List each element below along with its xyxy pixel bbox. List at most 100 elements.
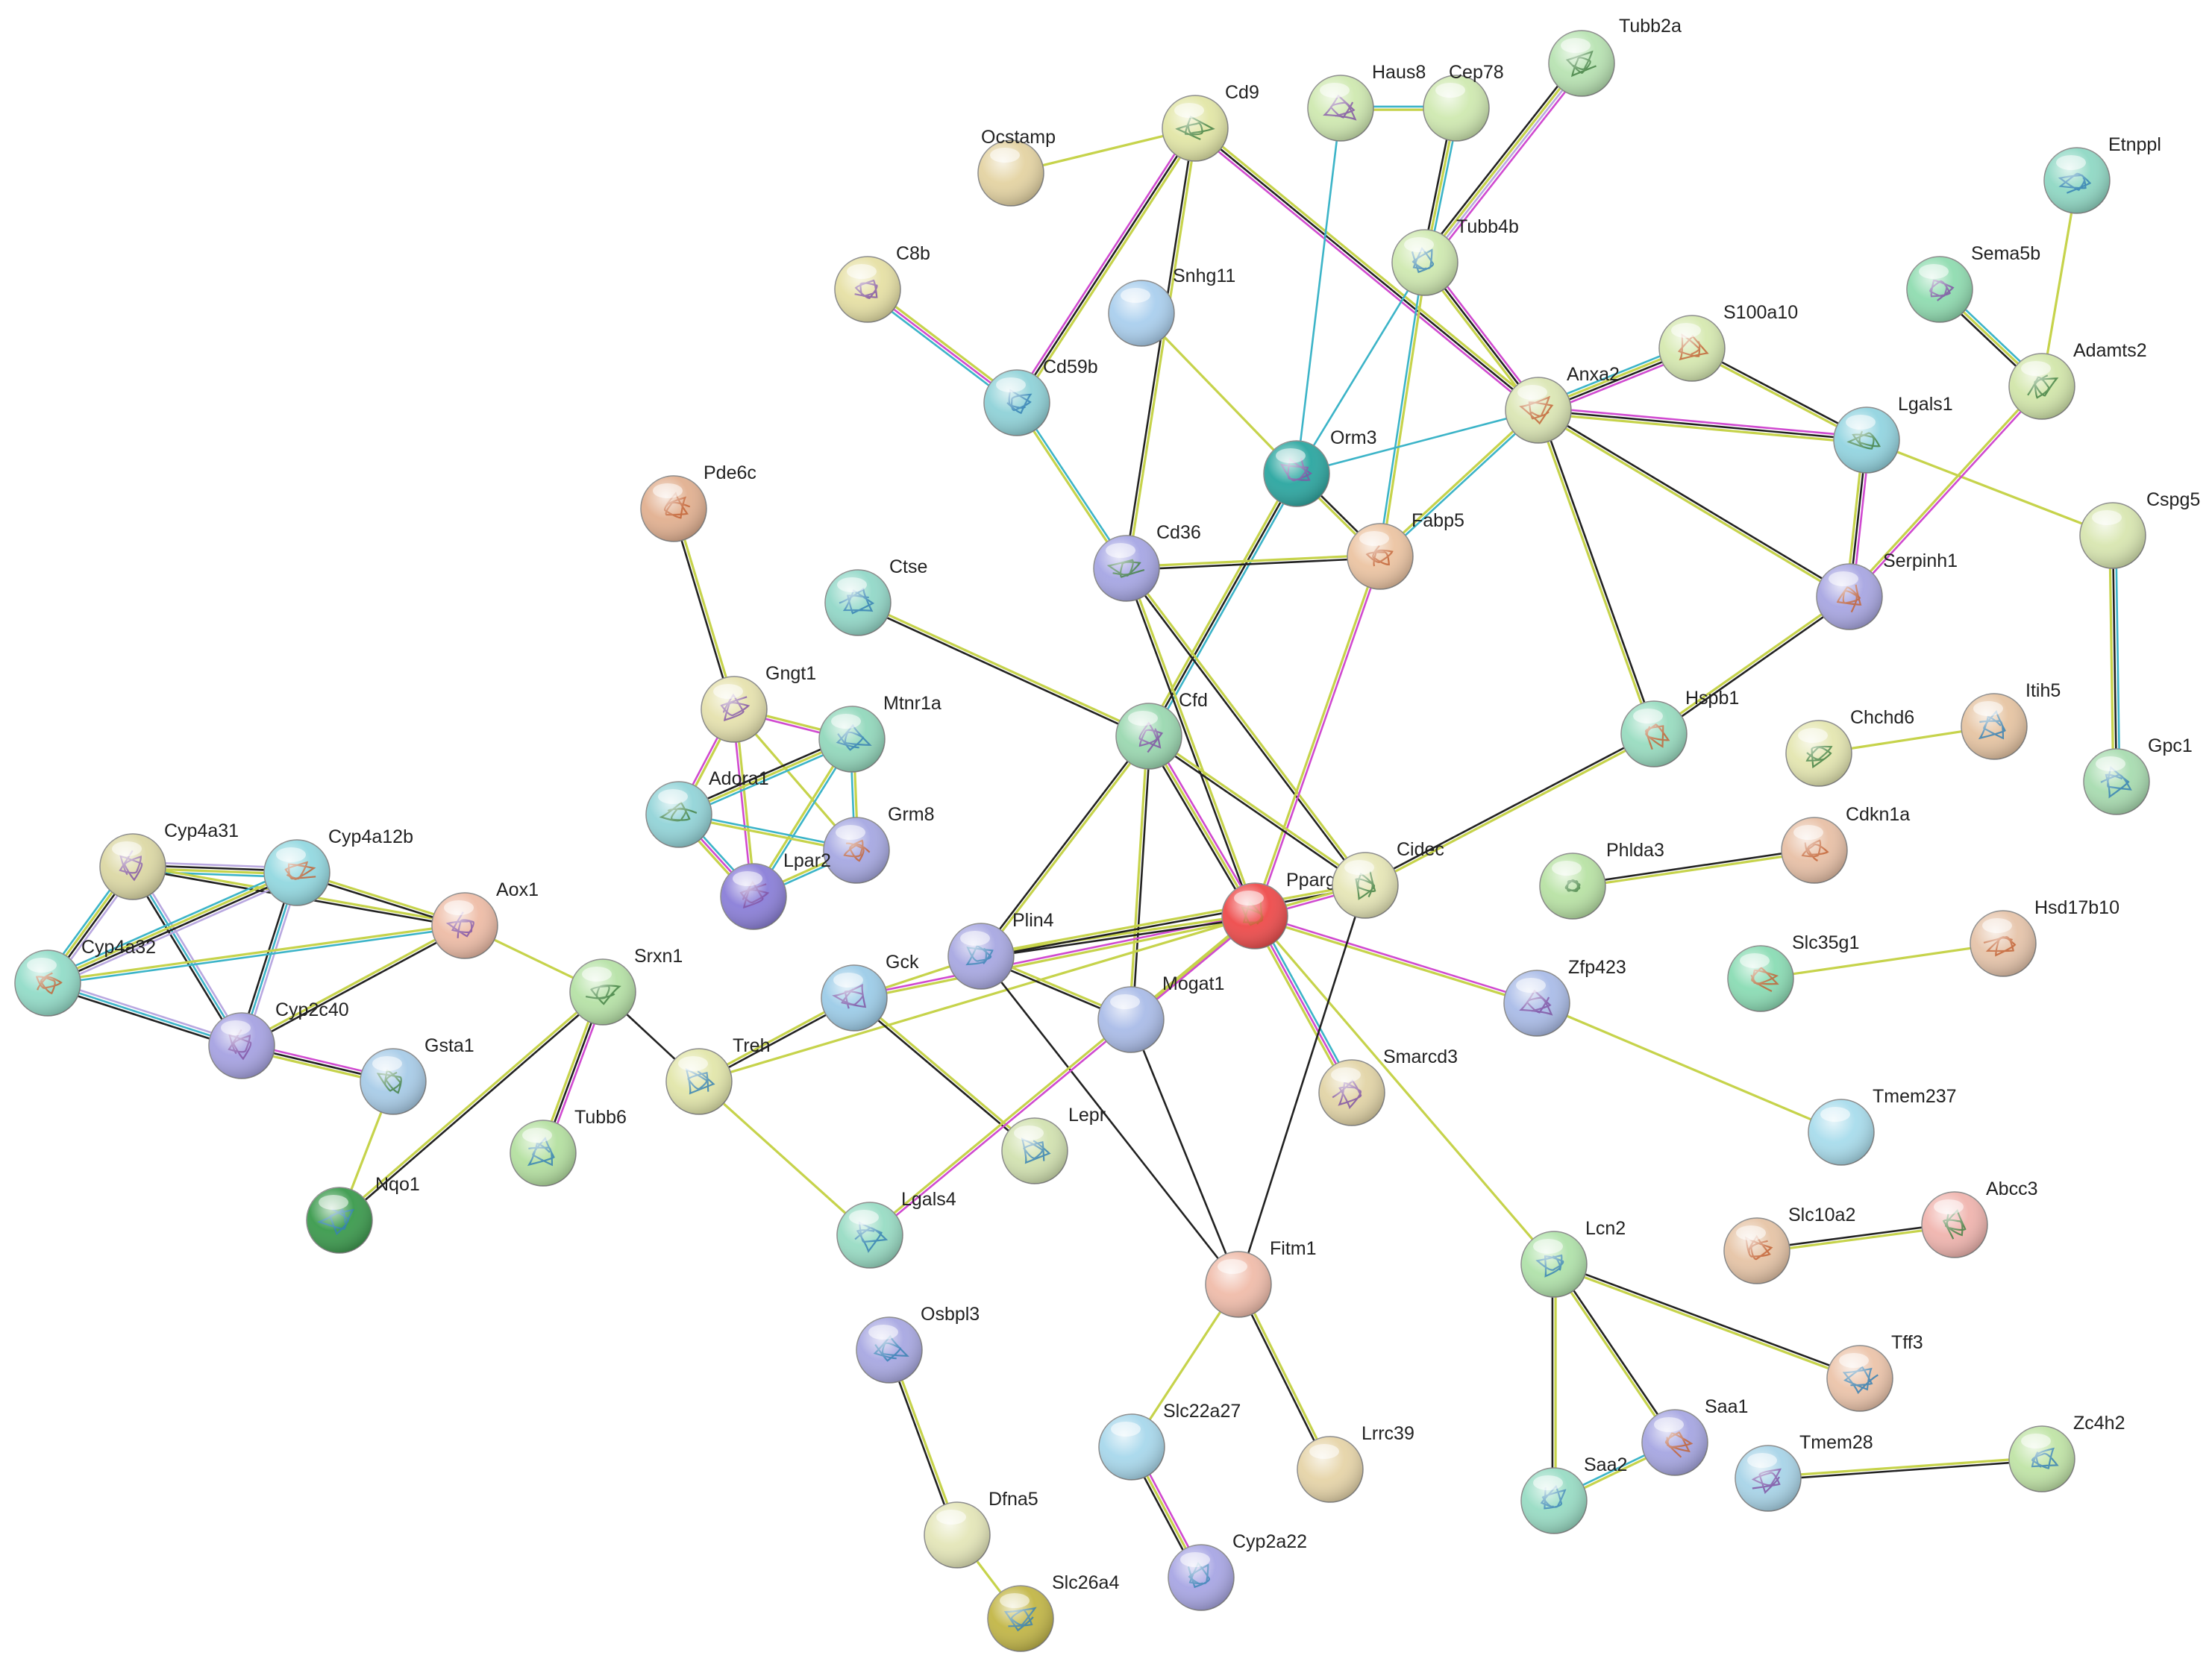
- node-ball[interactable]: [701, 676, 768, 743]
- node-serpinh1[interactable]: Serpinh1: [1816, 550, 1958, 630]
- node-aox1[interactable]: Aox1: [431, 879, 539, 959]
- node-treh[interactable]: Treh: [665, 1035, 770, 1115]
- node-ball[interactable]: [823, 817, 890, 884]
- node-cyp4a31[interactable]: Cyp4a31: [99, 820, 239, 900]
- node-pde6c[interactable]: Pde6c: [640, 462, 756, 542]
- node-ball[interactable]: [1332, 852, 1399, 919]
- node-abcc3[interactable]: Abcc3: [1921, 1178, 2037, 1258]
- node-ball[interactable]: [1785, 720, 1852, 787]
- node-tff3[interactable]: Tff3: [1826, 1332, 1923, 1412]
- node-ball[interactable]: [208, 1012, 275, 1079]
- node-cd9[interactable]: Cd9: [1162, 82, 1259, 162]
- node-ball[interactable]: [2008, 353, 2075, 420]
- node-ball[interactable]: [1826, 1345, 1893, 1412]
- node-slc26a4[interactable]: Slc26a4: [987, 1572, 1119, 1652]
- node-tubb6[interactable]: Tubb6: [510, 1107, 627, 1187]
- node-orm3[interactable]: Orm3: [1263, 427, 1377, 507]
- node-ball[interactable]: [1723, 1217, 1790, 1284]
- node-ctse[interactable]: Ctse: [824, 556, 927, 636]
- node-hsd17b10[interactable]: Hsd17b10: [1970, 897, 2119, 977]
- node-ball[interactable]: [1735, 1445, 1802, 1512]
- node-ball[interactable]: [2043, 147, 2111, 214]
- node-mtnr1a[interactable]: Mtnr1a: [818, 693, 941, 773]
- node-ball[interactable]: [99, 833, 166, 900]
- node-gck[interactable]: Gck: [821, 952, 919, 1032]
- node-lgals4[interactable]: Lgals4: [836, 1189, 956, 1269]
- node-ball[interactable]: [1221, 882, 1288, 950]
- node-ball[interactable]: [856, 1316, 923, 1384]
- node-ball[interactable]: [1539, 853, 1606, 920]
- node-ball[interactable]: [987, 1585, 1054, 1652]
- node-ball[interactable]: [1347, 523, 1414, 590]
- node-ball[interactable]: [1098, 1413, 1165, 1481]
- node-ball[interactable]: [2083, 748, 2150, 815]
- node-ball[interactable]: [510, 1120, 577, 1187]
- node-gngt1[interactable]: Gngt1: [701, 663, 816, 743]
- node-nqo1[interactable]: Nqo1: [306, 1174, 420, 1254]
- node-ball[interactable]: [665, 1048, 733, 1115]
- node-ball[interactable]: [977, 139, 1044, 207]
- node-ball[interactable]: [1816, 563, 1883, 630]
- node-ball[interactable]: [720, 863, 787, 930]
- node-fitm1[interactable]: Fitm1: [1205, 1238, 1317, 1318]
- node-ball[interactable]: [1906, 256, 1973, 323]
- node-ball[interactable]: [640, 475, 707, 542]
- node-ball[interactable]: [2008, 1425, 2075, 1492]
- node-tmem237[interactable]: Tmem237: [1808, 1086, 1957, 1166]
- node-c8b[interactable]: C8b: [834, 243, 930, 323]
- node-ball[interactable]: [947, 923, 1015, 990]
- node-ball[interactable]: [1520, 1231, 1588, 1298]
- node-ball[interactable]: [1391, 229, 1459, 296]
- node-fabp5[interactable]: Fabp5: [1347, 510, 1464, 590]
- node-ball[interactable]: [818, 706, 886, 773]
- node-cyp2a22[interactable]: Cyp2a22: [1168, 1531, 1307, 1611]
- node-ball[interactable]: [1833, 407, 1900, 474]
- node-tubb4b[interactable]: Tubb4b: [1391, 216, 1519, 296]
- node-cspg5[interactable]: Cspg5: [2079, 489, 2200, 569]
- node-ball[interactable]: [1503, 970, 1570, 1037]
- node-snhg11[interactable]: Snhg11: [1108, 266, 1235, 347]
- node-ball[interactable]: [569, 958, 636, 1026]
- node-ball[interactable]: [360, 1048, 427, 1115]
- node-ball[interactable]: [263, 839, 330, 906]
- node-ball[interactable]: [1108, 280, 1175, 347]
- node-ball[interactable]: [1727, 945, 1794, 1012]
- node-slc22a27[interactable]: Slc22a27: [1098, 1401, 1241, 1481]
- node-lepr[interactable]: Lepr: [1001, 1105, 1106, 1184]
- node-cep78[interactable]: Cep78: [1423, 62, 1504, 142]
- node-lcn2[interactable]: Lcn2: [1520, 1218, 1626, 1298]
- node-ball[interactable]: [821, 964, 888, 1032]
- node-slc35g1[interactable]: Slc35g1: [1727, 932, 1859, 1012]
- node-zc4h2[interactable]: Zc4h2: [2008, 1413, 2125, 1492]
- node-dfna5[interactable]: Dfna5: [924, 1489, 1038, 1569]
- node-lgals1[interactable]: Lgals1: [1833, 394, 1953, 474]
- node-ball[interactable]: [1168, 1544, 1235, 1611]
- node-srxn1[interactable]: Srxn1: [569, 946, 683, 1026]
- node-ball[interactable]: [1641, 1409, 1708, 1476]
- node-chchd6[interactable]: Chchd6: [1785, 707, 1914, 787]
- node-ball[interactable]: [1520, 1467, 1588, 1534]
- node-ball[interactable]: [1961, 693, 2028, 760]
- node-sema5b[interactable]: Sema5b: [1906, 243, 2040, 323]
- node-ball[interactable]: [1808, 1099, 1875, 1166]
- node-ball[interactable]: [1548, 30, 1615, 97]
- node-ball[interactable]: [1093, 535, 1160, 602]
- node-gsta1[interactable]: Gsta1: [360, 1035, 474, 1115]
- node-ball[interactable]: [1658, 315, 1726, 382]
- node-cdkn1a[interactable]: Cdkn1a: [1781, 804, 1910, 884]
- node-ball[interactable]: [1307, 75, 1374, 142]
- node-ball[interactable]: [2079, 502, 2146, 569]
- node-osbpl3[interactable]: Osbpl3: [856, 1304, 980, 1384]
- node-ball[interactable]: [834, 256, 901, 323]
- node-ball[interactable]: [1297, 1436, 1364, 1503]
- node-adamts2[interactable]: Adamts2: [2008, 340, 2147, 420]
- node-ball[interactable]: [645, 781, 712, 848]
- node-ball[interactable]: [1115, 703, 1182, 770]
- node-haus8[interactable]: Haus8: [1307, 62, 1426, 142]
- node-grm8[interactable]: Grm8: [823, 804, 935, 884]
- node-smarcd3[interactable]: Smarcd3: [1318, 1046, 1458, 1126]
- node-itih5[interactable]: Itih5: [1961, 680, 2061, 760]
- node-ball[interactable]: [306, 1187, 373, 1254]
- node-ball[interactable]: [824, 569, 892, 636]
- node-ball[interactable]: [1097, 986, 1165, 1053]
